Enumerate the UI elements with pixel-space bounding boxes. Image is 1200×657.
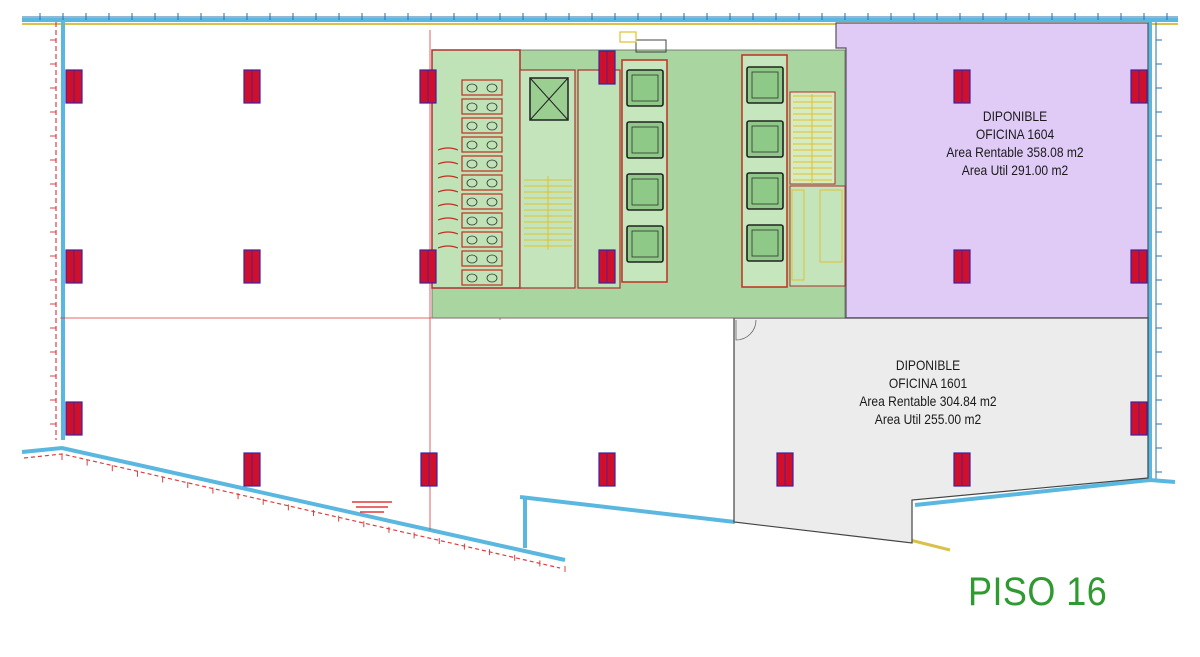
office-1601-name: OFICINA 1601	[888, 375, 968, 391]
floor-title: PISO 16	[968, 570, 1108, 614]
structural-columns	[65, 50, 1148, 487]
office-1604-area-util: Area Util 291.00 m2	[961, 162, 1069, 178]
elevator-car	[626, 225, 664, 263]
elevator-car	[626, 121, 664, 159]
elevator-car	[746, 120, 784, 158]
elevator-car	[746, 66, 784, 104]
office-1604-status: DIPONIBLE	[982, 108, 1048, 124]
elevator-car	[626, 173, 664, 211]
office-1601-label: DIPONIBLE OFICINA 1601 Area Rentable 304…	[833, 356, 1022, 428]
elevator-car	[626, 69, 664, 107]
office-1601-area-util: Area Util 255.00 m2	[874, 411, 982, 427]
bottom-facade	[21, 445, 1176, 572]
office-1604-area-rentable: Area Rentable 358.08 m2	[946, 144, 1084, 160]
door-swing	[735, 319, 757, 341]
annotation-mark	[352, 501, 392, 513]
office-1601-status: DIPONIBLE	[895, 357, 961, 373]
left-facade	[50, 22, 65, 440]
office-1604-label: DIPONIBLE OFICINA 1604 Area Rentable 358…	[920, 107, 1109, 179]
office-1604-name: OFICINA 1604	[975, 126, 1055, 142]
right-facade	[1148, 22, 1162, 482]
office-1601-area[interactable]	[733, 317, 1149, 544]
elevator-car	[746, 224, 784, 262]
building-core	[431, 31, 846, 319]
top-facade-glazing	[22, 13, 1178, 25]
elevator-car	[746, 172, 784, 210]
office-1601-area-rentable: Area Rentable 304.84 m2	[859, 393, 997, 409]
